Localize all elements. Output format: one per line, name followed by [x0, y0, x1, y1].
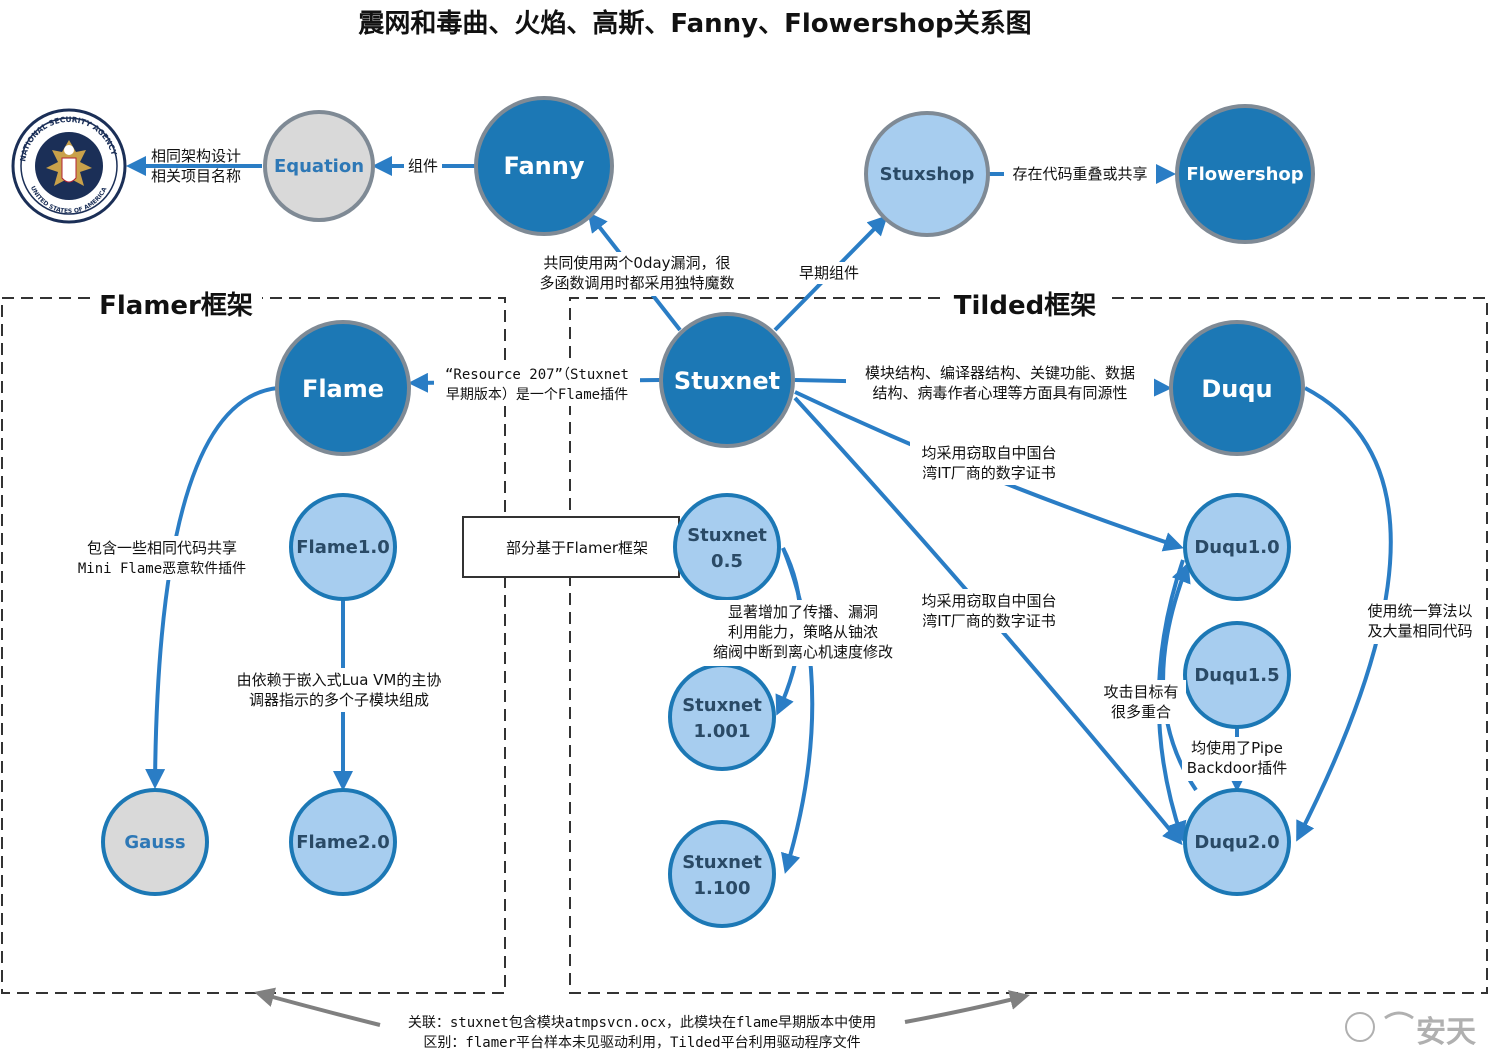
footer-line-1: 关联：stuxnet包含模块atmpsvcn.ocx，此模块在flame早期版本…: [408, 1014, 876, 1031]
svg-text:Gauss: Gauss: [124, 832, 185, 853]
node-duqu: Duqu: [1169, 320, 1305, 456]
node-equation: Equation: [263, 110, 375, 222]
label-duqu15-20-1: 均使用了Pipe: [1191, 739, 1283, 757]
label-duqu15-20-2: Backdoor插件: [1187, 759, 1287, 777]
svg-text:Flame1.0: Flame1.0: [296, 537, 389, 558]
edge-stuxnet05-1100: [781, 547, 815, 874]
svg-text:Duqu1.5: Duqu1.5: [1194, 665, 1279, 686]
svg-text:Duqu2.0: Duqu2.0: [1194, 832, 1279, 853]
node-stuxnet05: Stuxnet 0.5: [673, 493, 781, 601]
label-stuxnet-duqu-2: 结构、病毒作者心理等方面具有同源性: [872, 384, 1127, 402]
node-flame20: Flame2.0: [289, 788, 397, 896]
edge-flame-gauss: [145, 386, 279, 789]
node-flame10: Flame1.0: [289, 493, 397, 601]
label-stuxnet-duqu10-1: 均采用窃取自中国台: [921, 444, 1056, 462]
nsa-seal-icon: NATIONAL SECURITY AGENCY UNITED STATES O…: [11, 108, 127, 224]
node-gauss: Gauss: [101, 788, 209, 896]
svg-text:Stuxshop: Stuxshop: [880, 164, 975, 185]
svg-text:Flame2.0: Flame2.0: [296, 832, 389, 853]
node-fanny: Fanny: [474, 96, 614, 236]
svg-text:Duqu: Duqu: [1201, 375, 1272, 403]
node-duqu10: Duqu1.0: [1183, 493, 1291, 601]
node-duqu20: Duqu2.0: [1183, 788, 1291, 896]
svg-text:Stuxnet: Stuxnet: [682, 695, 762, 716]
label-stuxnet-fanny-2: 多函数调用时都采用独特魔数: [539, 274, 734, 292]
node-stuxshop: Stuxshop: [864, 111, 990, 237]
antiy-watermark-icon: 安天: [1345, 1011, 1476, 1050]
footer-line-2: 区别：flamer平台样本未见驱动利用，Tilded平台利用驱动程序文件: [423, 1035, 860, 1051]
label-stuxnet-duqu10-2: 湾IT厂商的数字证书: [922, 464, 1056, 482]
label-flame10-20-2: 调器指示的多个子模块组成: [249, 691, 429, 709]
label-fanny-equation: 组件: [408, 157, 438, 175]
svg-text:Stuxnet: Stuxnet: [682, 852, 762, 873]
label-stuxnet-duqu20-2: 湾IT厂商的数字证书: [922, 612, 1056, 630]
flamer-frame: [1, 297, 506, 994]
edge-labels: 相同架构设计 相关项目名称 组件 存在代码重叠或共享 共同使用两个0day漏洞，…: [66, 147, 1484, 781]
svg-text:1.001: 1.001: [694, 721, 751, 742]
edge-duqu-duqu20: [1296, 386, 1393, 842]
label-stuxnet-flame-2: 早期版本）是一个Flame插件: [446, 387, 628, 403]
label-stuxnet-flame-1: “Resource 207”（Stuxnet: [445, 367, 629, 383]
svg-text:Duqu1.0: Duqu1.0: [1194, 537, 1279, 558]
label-stuxnet-duqu20-1: 均采用窃取自中国台: [921, 592, 1056, 610]
node-stuxnet1100: Stuxnet 1.100: [668, 820, 776, 928]
label-stuxshop-flowershop: 存在代码重叠或共享: [1012, 165, 1147, 183]
label-flame-gauss-1: 包含一些相同代码共享: [87, 539, 237, 557]
svg-text:Fanny: Fanny: [504, 152, 585, 180]
label-duqu-overlap-1: 攻击目标有: [1103, 683, 1178, 701]
svg-text:Equation: Equation: [274, 156, 364, 177]
label-flame-gauss-2: Mini Flame恶意软件插件: [78, 560, 246, 577]
svg-text:0.5: 0.5: [711, 551, 743, 572]
node-stuxnet: Stuxnet: [659, 312, 795, 448]
label-duqu-duqu20-2: 及大量相同代码: [1367, 622, 1472, 640]
label-stuxnet-versions-1: 显著增加了传播、漏洞: [728, 603, 878, 621]
label-stuxnet-duqu-1: 模块结构、编译器结构、关键功能、数据: [865, 364, 1135, 382]
label-duqu-overlap-2: 很多重合: [1111, 703, 1171, 721]
tilded-frame-label: Tilded框架: [954, 291, 1096, 321]
flamer-frame-label: Flamer框架: [99, 291, 253, 321]
label-duqu-duqu20-1: 使用统一算法以: [1367, 602, 1472, 620]
label-logo-equation-1: 相同架构设计: [151, 147, 241, 165]
label-logo-equation-2: 相关项目名称: [151, 167, 241, 185]
svg-text:Stuxnet: Stuxnet: [674, 367, 780, 395]
label-stuxnet-versions-2: 利用能力，策略从铀浓: [728, 623, 878, 641]
footer-arrows: [254, 987, 1030, 1027]
node-stuxnet1001: Stuxnet 1.001: [668, 663, 776, 771]
diagram-title: 震网和毒曲、火焰、高斯、Fanny、Flowershop关系图: [358, 8, 1031, 39]
label-stuxnet-versions-3: 缩阀中断到离心机速度修改: [713, 643, 893, 661]
node-flowershop: Flowershop: [1175, 104, 1315, 244]
watermark-text: 安天: [1416, 1015, 1476, 1050]
flamer-based-label: 部分基于Flamer框架: [506, 539, 648, 557]
svg-text:1.100: 1.100: [694, 878, 751, 899]
svg-text:Flame: Flame: [302, 375, 384, 403]
label-stuxnet-stuxshop: 早期组件: [799, 264, 859, 282]
node-duqu15: Duqu1.5: [1183, 621, 1291, 729]
svg-text:Stuxnet: Stuxnet: [687, 525, 767, 546]
node-flame: Flame: [275, 320, 411, 456]
svg-text:Flowershop: Flowershop: [1186, 164, 1303, 185]
label-stuxnet-fanny-1: 共同使用两个0day漏洞，很: [543, 254, 730, 272]
label-flame10-20-1: 由依赖于嵌入式Lua VM的主协: [237, 671, 442, 689]
